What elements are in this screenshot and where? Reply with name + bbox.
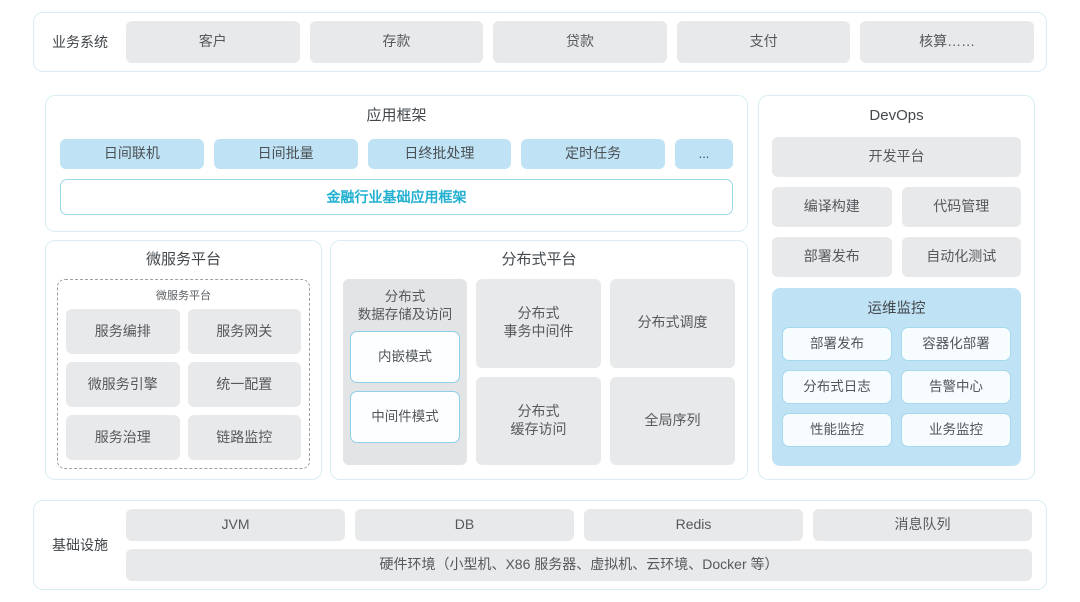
dist-tile-scheduling[interactable]: 分布式调度: [610, 279, 735, 368]
devops-tile-deploy-release[interactable]: 部署发布: [772, 237, 892, 277]
appfw-tile-daytime-online[interactable]: 日间联机: [60, 139, 204, 169]
micro-tile-service-governance[interactable]: 服务治理: [66, 415, 180, 460]
micro-tile-service-gateway[interactable]: 服务网关: [187, 309, 301, 354]
business-tile-loan[interactable]: 贷款: [493, 21, 667, 63]
financial-base-framework-bar[interactable]: 金融行业基础应用框架: [60, 179, 733, 215]
business-tile-customer[interactable]: 客户: [126, 21, 300, 63]
infrastructure-row: 基础设施 JVM DB Redis 消息队列 硬件环境（小型机、X86 服务器、…: [33, 500, 1047, 590]
micro-tile-microservice-engine[interactable]: 微服务引擎: [66, 362, 180, 407]
devops-tiles: 编译构建 代码管理 部署发布 自动化测试: [772, 187, 1021, 277]
business-tile-deposit[interactable]: 存款: [309, 21, 484, 63]
infra-tile-jvm[interactable]: JVM: [126, 509, 345, 541]
dist-mode-middleware[interactable]: 中间件模式: [350, 391, 460, 444]
appfw-tile-more[interactable]: ...: [675, 139, 733, 169]
appfw-tile-scheduled-task[interactable]: 定时任务: [521, 139, 665, 169]
ops-tile-deploy-release[interactable]: 部署发布: [782, 327, 892, 361]
microservice-inner-label: 微服务平台: [156, 290, 211, 302]
dist-mode-embedded[interactable]: 内嵌模式: [350, 331, 460, 384]
micro-tile-trace-monitoring[interactable]: 链路监控: [187, 415, 301, 460]
ops-tile-performance-monitoring[interactable]: 性能监控: [782, 413, 892, 447]
micro-tile-service-orchestration[interactable]: 服务编排: [66, 309, 180, 354]
ops-tile-business-monitoring[interactable]: 业务监控: [901, 413, 1011, 447]
microservice-dashed-group: 微服务平台 服务编排 服务网关 微服务引擎 统一配置 服务治理 链路监控: [57, 279, 310, 469]
business-system-tiles: 客户 存款 贷款 支付 核算……: [126, 21, 1034, 63]
devops-panel: DevOps 开发平台 编译构建 代码管理 部署发布 自动化测试 运维监控 部署…: [758, 95, 1035, 480]
infra-tile-hardware-environment[interactable]: 硬件环境（小型机、X86 服务器、虚拟机、云环境、Docker 等）: [126, 549, 1032, 581]
infra-tile-db[interactable]: DB: [355, 509, 574, 541]
devops-title: DevOps: [869, 107, 924, 124]
distributed-data-storage-label: 分布式 数据存储及访问: [357, 289, 453, 322]
app-framework-tiles: 日间联机 日间批量 日终批处理 定时任务 ...: [60, 139, 733, 169]
micro-tile-unified-config[interactable]: 统一配置: [187, 362, 301, 407]
middle-section: 应用框架 日间联机 日间批量 日终批处理 定时任务 ... 金融行业基础应用框架…: [33, 82, 1047, 492]
business-tile-accounting[interactable]: 核算……: [860, 21, 1034, 63]
ops-tile-distributed-log[interactable]: 分布式日志: [782, 370, 892, 404]
distributed-platform-title: 分布式平台: [501, 251, 577, 268]
app-framework-panel: 应用框架 日间联机 日间批量 日终批处理 定时任务 ... 金融行业基础应用框架: [45, 95, 748, 232]
ops-monitoring-tiles: 部署发布 容器化部署 分布式日志 告警中心 性能监控 业务监控: [782, 327, 1011, 447]
distributed-body: 分布式 数据存储及访问 内嵌模式 中间件模式 分布式 事务中间件 分布式调度 分…: [343, 279, 735, 465]
infra-tile-redis[interactable]: Redis: [584, 509, 803, 541]
appfw-tile-eod-batch[interactable]: 日终批处理: [367, 139, 512, 169]
ops-tile-alert-center[interactable]: 告警中心: [901, 370, 1011, 404]
devops-tile-compile-build[interactable]: 编译构建: [772, 187, 892, 227]
ops-tile-containerized-deploy[interactable]: 容器化部署: [901, 327, 1011, 361]
ops-monitoring-title: 运维监控: [867, 301, 926, 317]
app-framework-title: 应用框架: [366, 107, 427, 124]
microservice-platform-panel: 微服务平台 微服务平台 服务编排 服务网关 微服务引擎 统一配置 服务治理 链路…: [45, 240, 322, 480]
infrastructure-tiles: JVM DB Redis 消息队列: [126, 509, 1032, 541]
devops-tile-dev-platform[interactable]: 开发平台: [772, 137, 1021, 177]
dist-tile-cache-access[interactable]: 分布式 缓存访问: [476, 376, 601, 465]
appfw-tile-daytime-batch[interactable]: 日间批量: [213, 139, 358, 169]
infra-tile-message-queue[interactable]: 消息队列: [813, 509, 1032, 541]
microservice-tiles: 服务编排 服务网关 微服务引擎 统一配置 服务治理 链路监控: [66, 309, 301, 460]
devops-tile-automated-testing[interactable]: 自动化测试: [901, 237, 1021, 277]
ops-monitoring-panel: 运维监控 部署发布 容器化部署 分布式日志 告警中心 性能监控 业务监控: [772, 288, 1021, 466]
distributed-right-tiles: 分布式 事务中间件 分布式调度 分布式 缓存访问 全局序列: [476, 279, 735, 465]
distributed-data-storage-group: 分布式 数据存储及访问 内嵌模式 中间件模式: [343, 279, 467, 465]
dist-tile-global-sequence[interactable]: 全局序列: [610, 376, 735, 465]
business-tile-payment[interactable]: 支付: [676, 21, 851, 63]
distributed-platform-panel: 分布式平台 分布式 数据存储及访问 内嵌模式 中间件模式 分布式 事务中间件 分…: [330, 240, 748, 480]
dist-tile-transaction-middleware[interactable]: 分布式 事务中间件: [476, 279, 601, 368]
business-system-label: 业务系统: [52, 34, 108, 50]
infrastructure-label: 基础设施: [52, 537, 108, 553]
microservice-platform-title: 微服务平台: [145, 251, 221, 268]
devops-tile-code-management[interactable]: 代码管理: [901, 187, 1021, 227]
infrastructure-body: JVM DB Redis 消息队列 硬件环境（小型机、X86 服务器、虚拟机、云…: [126, 509, 1032, 581]
business-system-row: 业务系统 客户 存款 贷款 支付 核算……: [33, 12, 1047, 72]
